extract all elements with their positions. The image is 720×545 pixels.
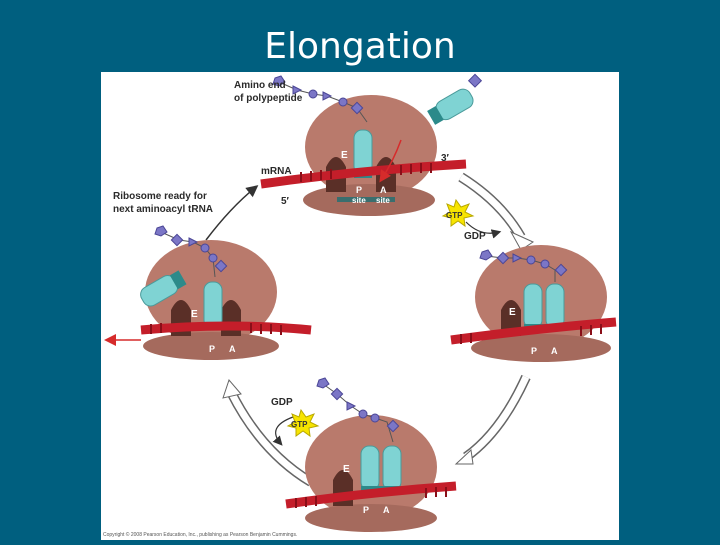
label-e-left: E [191,309,198,320]
label-gdp-left: GDP [271,397,293,408]
label-e-bottom: E [343,464,350,475]
cycle-arrow-left-top [205,185,259,241]
label-gtp-left: GTP [291,420,308,429]
label-a-top: A [380,185,387,195]
label-a-bottom: A [383,505,390,515]
label-a-left: A [229,344,236,354]
label-ribosome-ready-2: next aminoacyl tRNA [113,204,213,215]
label-p-right: P [531,346,537,356]
ribosome-top [260,73,483,216]
label-e-site-top: E [341,150,348,161]
label-amino-end-1: Amino end [234,80,286,91]
ribosome-bottom [285,377,457,532]
label-mrna: mRNA [261,166,292,177]
label-three-prime: 3′ [441,153,450,164]
label-p-top: P [356,185,362,195]
gtp-star-right: GTP [441,198,475,228]
label-five-prime: 5′ [281,196,290,207]
label-ribosome-ready-1: Ribosome ready for [113,191,207,202]
ribosome-right [450,245,617,362]
label-amino-end-2: of polypeptide [234,93,303,104]
label-a-site-word: site [376,196,390,205]
ribosome-left [140,225,312,360]
slide-title: Elongation [264,26,456,67]
diagram-panel: Amino end of polypeptide mRNA 3′ 5′ E P … [101,72,619,540]
label-p-site-word: site [352,196,366,205]
label-gtp-right: GTP [446,211,463,220]
label-p-bottom: P [363,505,369,515]
label-gdp-right: GDP [464,231,486,242]
label-a-right: A [551,346,558,356]
gtp-star-left: GTP [286,408,320,438]
copyright-text: Copyright © 2008 Pearson Education, Inc.… [103,531,297,538]
label-p-left: P [209,344,215,354]
label-e-right: E [509,307,516,318]
